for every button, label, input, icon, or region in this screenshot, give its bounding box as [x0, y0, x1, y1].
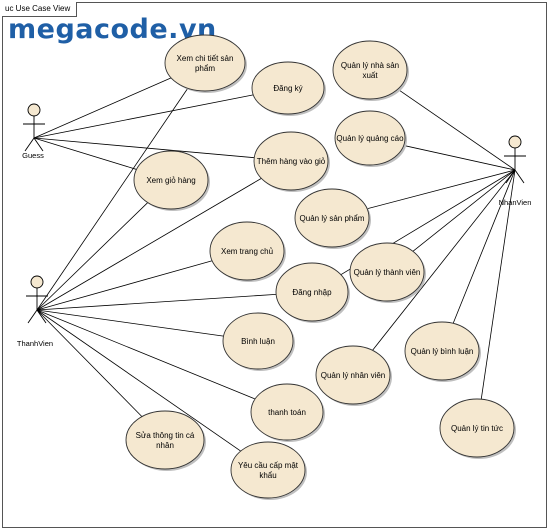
usecase-dang-ky[interactable]: Đăng ký — [251, 61, 326, 116]
usecase-quan-ly-tin-tuc[interactable]: Quản lý tin tức — [439, 398, 516, 459]
usecase-ellipse — [164, 34, 246, 92]
usecase-label: Đăng nhập — [292, 288, 332, 297]
usecase-ellipse — [250, 383, 324, 441]
actor-right-leg — [514, 169, 525, 184]
usecase-label: Quản lý tin tức — [451, 424, 503, 433]
usecase-quan-ly-nhan-vien[interactable]: Quản lý nhân viên — [315, 345, 392, 406]
usecase-label: Xem giỏ hàng — [146, 176, 195, 185]
association-thanhvien-xem_gio_hang — [36, 202, 149, 311]
association-guess-dang_ky — [33, 94, 254, 139]
usecase-dang-nhap[interactable]: Đăng nhập — [275, 262, 350, 323]
association-nhanvien-quan_ly_tin_tuc — [480, 169, 516, 400]
usecase-ellipse — [294, 188, 370, 248]
actor-nhanvien[interactable]: NhanVien — [499, 135, 532, 207]
usecase-label: Quản lý bình luận — [411, 347, 474, 356]
actor-left-leg — [24, 137, 35, 152]
association-thanhvien-xem_trang_chu — [36, 260, 213, 311]
actor-head — [508, 135, 522, 149]
usecase-label: xuất — [362, 71, 378, 80]
association-thanhvien-dang_nhap — [36, 293, 277, 311]
usecase-ellipse — [315, 345, 391, 405]
frame-title: uc Use Case View — [2, 2, 78, 17]
usecase-label: Quản lý nhà sản — [341, 61, 399, 70]
actor-right-leg — [33, 137, 44, 152]
usecase-ellipse — [334, 110, 406, 166]
association-thanhvien-thanh_toan — [36, 309, 256, 400]
association-nhanvien-quan_ly_thanh_vien — [412, 169, 516, 252]
usecase-xem-trang-chu[interactable]: Xem trang chủ — [209, 221, 286, 282]
usecase-ellipse — [222, 312, 294, 370]
usecase-quan-ly-quang-cao[interactable]: Quản lý quảng cáo — [334, 110, 407, 167]
usecase-label: thanh toán — [268, 408, 306, 417]
usecase-ellipse — [404, 321, 480, 381]
associations — [33, 77, 516, 452]
association-thanhvien-them_hang — [36, 178, 262, 311]
usecase-ellipse — [230, 441, 306, 499]
usecase-quan-ly-binh-luan[interactable]: Quản lý bình luận — [404, 321, 481, 382]
association-thanhvien-sua_thong_tin — [36, 309, 143, 417]
actor-head — [27, 103, 41, 117]
usecase-ellipse — [251, 61, 325, 115]
actor-left-leg — [27, 309, 38, 324]
usecase-ellipse — [209, 221, 285, 281]
actor-left-leg — [505, 169, 516, 184]
actor-label: ThanhVien — [17, 339, 53, 348]
association-guess-xem_gio_hang — [33, 137, 137, 170]
actor-guess[interactable]: Guess — [22, 103, 45, 160]
usecase-label: nhân — [156, 441, 174, 450]
usecase-label: Bình luận — [241, 337, 275, 346]
association-guess-xem_chi_tiet — [33, 77, 172, 139]
usecase-ellipse — [349, 242, 425, 302]
association-nhanvien-quan_ly_binh_luan — [452, 169, 516, 324]
association-thanhvien-binh_luan — [36, 309, 224, 337]
usecase-binh-luan[interactable]: Bình luận — [222, 312, 295, 371]
usecase-ellipse — [275, 262, 349, 322]
association-nhanvien-quan_ly_quang_cao — [403, 145, 516, 171]
usecase-label: Quản lý quảng cáo — [336, 134, 404, 143]
actor-head — [30, 275, 44, 289]
usecase-label: phẩm — [195, 64, 215, 73]
usecase-ellipse — [125, 410, 205, 470]
usecase-label: Đăng ký — [273, 84, 302, 93]
usecase-them-hang[interactable]: Thêm hàng vào giỏ — [253, 131, 330, 192]
actor-thanhvien[interactable]: ThanhVien — [17, 275, 53, 348]
usecase-label: Sửa thông tin cá — [136, 431, 195, 440]
usecase-quan-ly-san-pham[interactable]: Quản lý sản phẩm — [294, 188, 371, 249]
usecase-label: Yêu cầu cấp mật — [238, 461, 299, 470]
usecase-ellipse — [133, 150, 209, 210]
actor-label: Guess — [22, 151, 44, 160]
usecase-ellipse — [253, 131, 329, 191]
association-thanhvien-xem_chi_tiet — [36, 88, 189, 311]
usecase-label: Xem chi tiết sản — [177, 54, 234, 63]
usecase-label: Quản lý nhân viên — [321, 371, 386, 380]
actor-label: NhanVien — [499, 198, 532, 207]
usecase-quan-ly-thanh-vien[interactable]: Quản lý thành viên — [349, 242, 426, 303]
usecase-thanh-toan[interactable]: thanh toán — [250, 383, 325, 442]
association-guess-them_hang — [33, 137, 255, 159]
usecase-label: khẩu — [259, 471, 276, 480]
association-thanhvien-yeu_cau_cap_mk — [36, 309, 241, 452]
association-nhanvien-quan_ly_nha_san_xuat — [397, 88, 516, 171]
association-nhanvien-quan_ly_nhan_vien — [372, 169, 516, 351]
usecase-ellipse — [332, 40, 408, 100]
usecase-label: Xem trang chủ — [221, 247, 273, 256]
usecase-xem-gio-hang[interactable]: Xem giỏ hàng — [133, 150, 210, 211]
usecase-label: Quản lý sản phẩm — [300, 214, 365, 223]
usecase-ellipse — [439, 398, 515, 458]
usecase-label: Thêm hàng vào giỏ — [257, 157, 326, 166]
association-nhanvien-quan_ly_san_pham — [366, 169, 516, 210]
actor-right-leg — [36, 309, 47, 324]
usecase-label: Quản lý thành viên — [354, 268, 421, 277]
